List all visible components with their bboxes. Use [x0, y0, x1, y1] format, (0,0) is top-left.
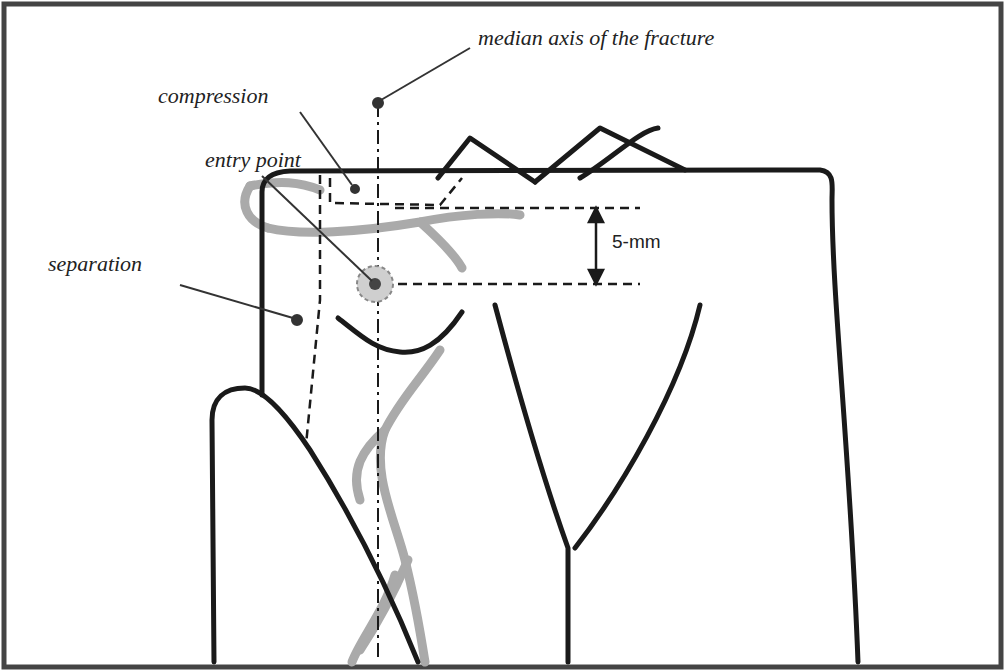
leader-label: compression: [158, 84, 268, 108]
leader-label: median axis of the fracture: [478, 26, 714, 50]
leader-label: entry point: [205, 148, 301, 172]
leader-label: separation: [48, 252, 142, 276]
dimension-label: 5-mm: [612, 232, 661, 253]
